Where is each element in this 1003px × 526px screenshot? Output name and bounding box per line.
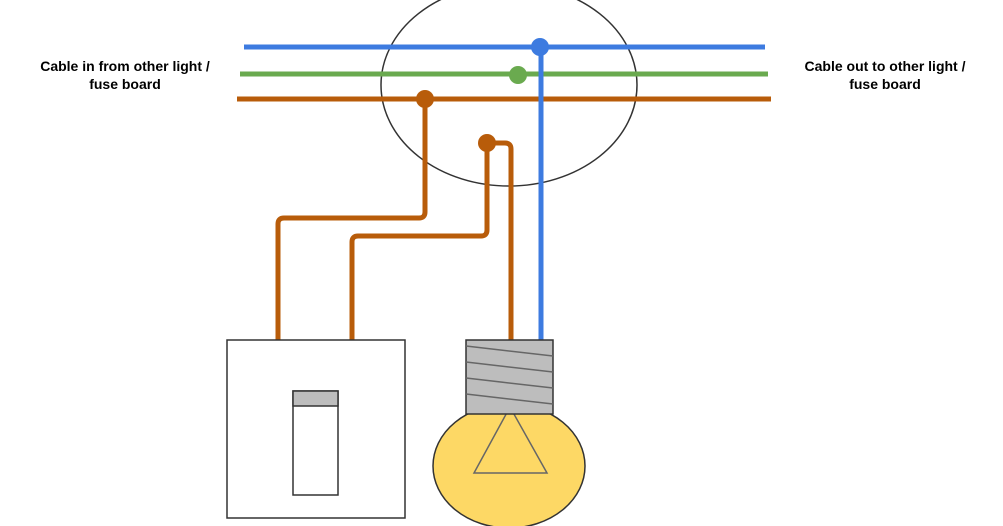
bulb-filament-icon [472, 405, 549, 474]
live-junction-dot [416, 90, 434, 108]
switch-feed-wire [275, 99, 428, 340]
cable-in-label-line1: Cable in from other light / [40, 58, 210, 74]
bulb-thread [465, 377, 554, 389]
cable-out-label-line1: Cable out to other light / [804, 58, 966, 74]
cable-out-label: Cable out to other light / fuse board [775, 57, 995, 93]
bulb-live-wire [487, 140, 514, 340]
bulb-glass [432, 403, 586, 526]
bulb-thread [465, 361, 554, 373]
earth-junction-dot [509, 66, 527, 84]
bulb-thread [465, 393, 554, 405]
switched-live-wire [349, 143, 490, 340]
switched-live-junction-dot [478, 134, 496, 152]
cable-in-label: Cable in from other light / fuse board [15, 57, 235, 93]
bulb-thread [465, 345, 554, 357]
neutral-junction-dot [531, 38, 549, 56]
cable-out-label-line2: fuse board [849, 76, 921, 92]
cable-in-label-line2: fuse board [89, 76, 161, 92]
switch-rocker-top [292, 390, 339, 407]
